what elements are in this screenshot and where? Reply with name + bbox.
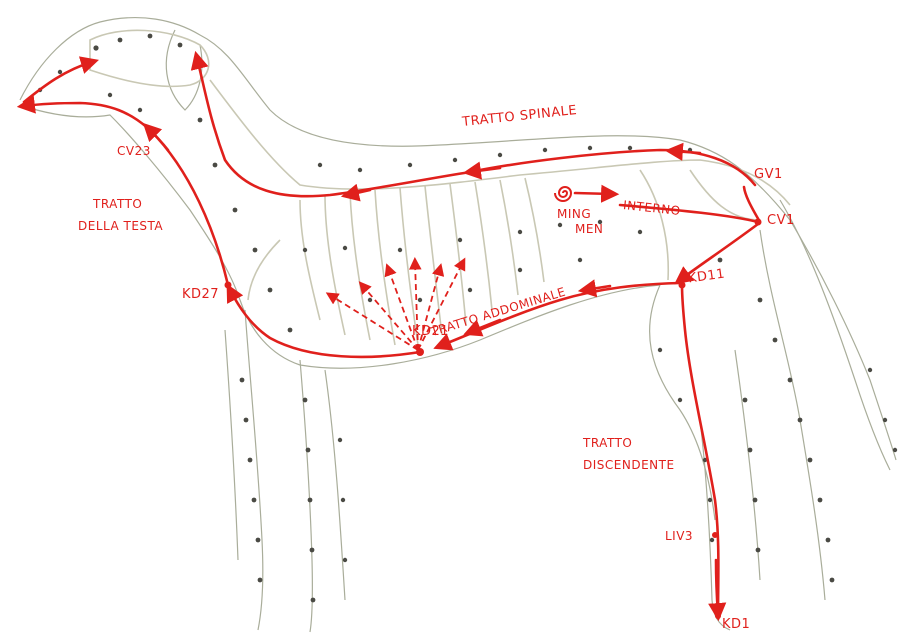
head-upper-path xyxy=(24,62,92,102)
cv1-label: CV1 xyxy=(767,214,795,227)
tratto-testa-label-line2: DELLA TESTA xyxy=(78,220,163,232)
kd27-label: KD27 xyxy=(182,288,219,301)
tratto-discendente-label-line2: DISCENDENTE xyxy=(583,459,675,471)
descending-tract-path xyxy=(682,285,718,615)
ming-men-label-line1: MING xyxy=(557,208,591,220)
cv1-gv1-path xyxy=(744,187,760,222)
ming-men-label-line2: MEN xyxy=(575,223,603,235)
tratto-testa-label-line1: TRATTO xyxy=(93,198,142,210)
ming-men-spiral xyxy=(555,187,571,201)
tratto-discendente-label-line1: TRATTO xyxy=(583,437,632,449)
head-tract-path xyxy=(24,103,228,285)
cv23-label: CV23 xyxy=(117,145,151,157)
liv3-label: LIV3 xyxy=(665,530,693,542)
kd1-label: KD1 xyxy=(722,618,750,631)
gv1-label: GV1 xyxy=(754,168,783,181)
ming-men-path xyxy=(575,193,612,194)
